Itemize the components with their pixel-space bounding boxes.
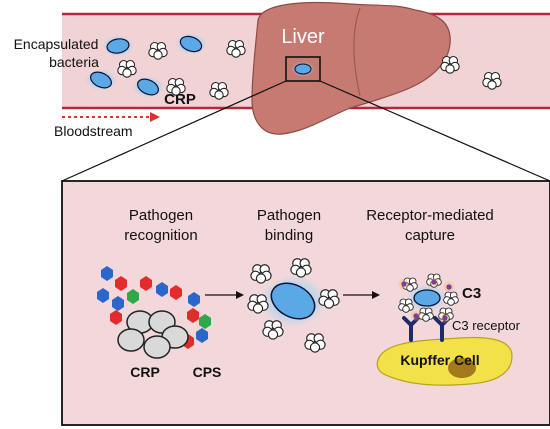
zoom-line-right: [319, 80, 550, 182]
crp-pentamer: [209, 81, 229, 100]
liver-bacterium: [291, 61, 315, 77]
bacterium-4: [132, 76, 164, 98]
c3-label: C3: [462, 285, 481, 302]
vessel-bacteria: [85, 33, 207, 98]
step-2-title-line1: Pathogen: [257, 207, 321, 224]
bound-bacterium: [259, 275, 327, 327]
encapsulated-bacteria-label-line2: bacteria: [49, 54, 99, 70]
bloodstream-arrow: [62, 112, 160, 122]
liver-zoom-box: [285, 56, 321, 82]
step-1-title-line1: Pathogen: [129, 207, 193, 224]
kupffer-cell-label: Kupffer Cell: [400, 352, 479, 368]
crp-pentamer: [443, 291, 459, 306]
c3-receptor-label: C3 receptor: [452, 318, 521, 333]
arrow-step1-to-step2: [205, 291, 244, 299]
crp-pentamer: [290, 258, 312, 278]
crp-pentamer: [318, 289, 340, 309]
step-1-title-line2: recognition: [124, 227, 197, 244]
crp-pentamer: [482, 71, 502, 90]
bloodstream-label: Bloodstream: [54, 123, 133, 139]
encapsulated-bacteria-label-line1: Encapsulated: [14, 36, 99, 52]
zoom-line-left: [61, 80, 287, 182]
cps-panel-label: CPS: [193, 364, 222, 380]
crp-pentamer: [226, 39, 246, 58]
liver-label: Liver: [281, 26, 325, 48]
bacterium-2: [175, 33, 207, 55]
crp-pentamer-large: [117, 310, 189, 359]
step-3-title-line2: capture: [405, 227, 455, 244]
crp-pentamer: [247, 294, 269, 314]
c3-molecules: [398, 276, 455, 324]
crp-top-label: CRP: [164, 91, 196, 108]
cps-polysaccharides: [97, 266, 211, 349]
crp-pentamer: [148, 41, 168, 60]
captured-bacterium: [407, 284, 447, 312]
step-3-title-line1: Receptor-mediated: [366, 207, 494, 224]
crp-pentamer: [262, 320, 284, 340]
bacterium-1: [102, 35, 134, 57]
crp-pentamer: [304, 333, 326, 353]
crp-panel-label: CRP: [130, 364, 160, 380]
crp-pentamer: [440, 55, 460, 74]
bacterium-3: [85, 69, 117, 91]
kupffer-cell: [376, 336, 513, 386]
step-2-title-line2: binding: [265, 227, 313, 244]
crp-pentamer: [117, 59, 137, 78]
crp-pentamer: [398, 298, 414, 313]
liver-organ: Liver: [251, 1, 451, 135]
arrow-step2-to-step3: [343, 291, 380, 299]
crp-pentamer: [250, 264, 272, 284]
crp-pentamer: [166, 77, 186, 96]
